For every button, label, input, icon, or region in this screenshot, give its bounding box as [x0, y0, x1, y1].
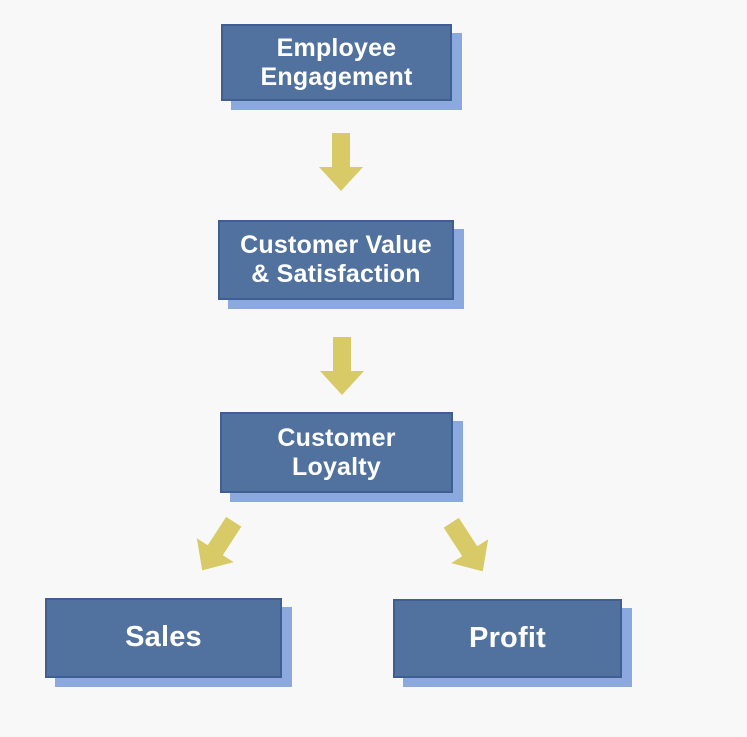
- down-arrow-icon: [320, 336, 364, 396]
- node-label: Employee Engagement: [260, 33, 413, 91]
- down-arrow-icon: [319, 133, 363, 191]
- down-right-arrow-icon: [433, 511, 501, 584]
- node-label: Customer Loyalty: [277, 423, 396, 481]
- node-label: Customer Value & Satisfaction: [240, 231, 432, 288]
- down-left-arrow-icon: [184, 510, 252, 583]
- node-label: Profit: [469, 621, 546, 654]
- node-sales: Sales: [45, 598, 282, 678]
- node-profit: Profit: [393, 599, 622, 678]
- node-label: Sales: [125, 621, 202, 654]
- node-customer-value-satisfaction: Customer Value & Satisfaction: [218, 220, 454, 300]
- node-employee-engagement: Employee Engagement: [221, 24, 452, 101]
- node-customer-loyalty: Customer Loyalty: [220, 412, 453, 493]
